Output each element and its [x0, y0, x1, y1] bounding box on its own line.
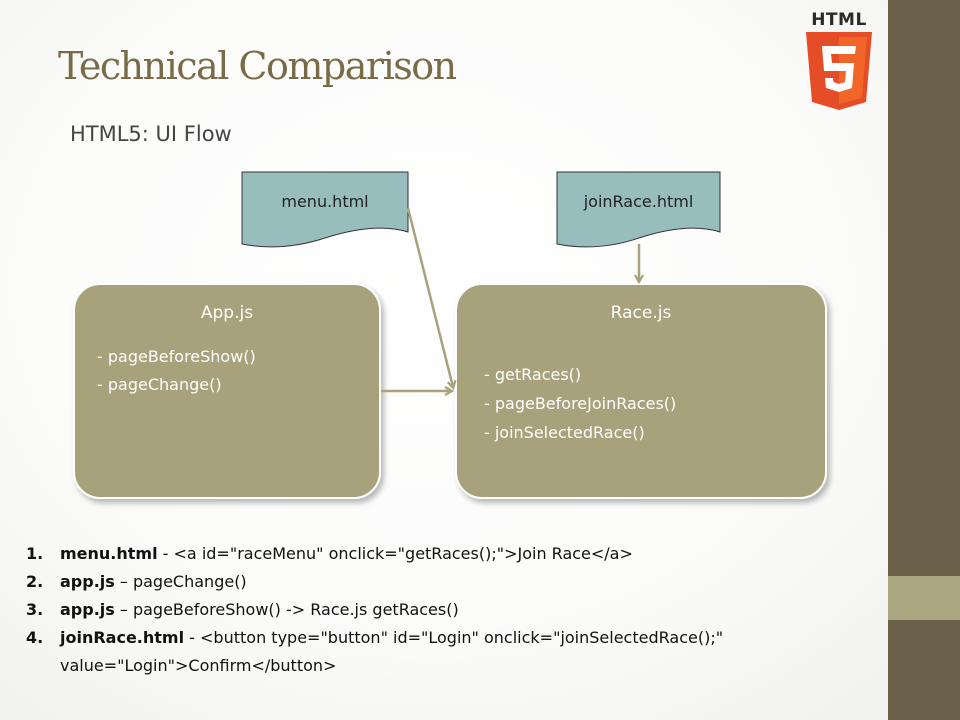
step-file: app.js	[60, 600, 115, 619]
menu-html-label: menu.html	[281, 192, 369, 211]
html5-logo: HTML	[804, 10, 874, 110]
step-detail: – pageChange()	[114, 572, 247, 591]
steps-list: 1. menu.html - <a id="raceMenu" onclick="…	[26, 540, 876, 680]
joinrace-html-label: joinRace.html	[583, 192, 694, 211]
step-file: joinRace.html	[60, 628, 185, 647]
step-number: 3.	[26, 600, 44, 619]
app-js-method: - pageBeforeShow()	[97, 347, 256, 366]
slide-title: Technical Comparison	[58, 44, 457, 88]
step-number: 4.	[26, 628, 44, 647]
step-item: 2. app.js – pageChange()	[26, 568, 876, 596]
race-js-title: Race.js	[610, 303, 672, 323]
slide-subtitle: HTML5: UI Flow	[70, 122, 232, 146]
race-js-method: - getRaces()	[484, 365, 582, 384]
step-detail: – pageBeforeShow() -> Race.js getRaces()	[114, 600, 459, 619]
html5-shield-icon	[806, 32, 872, 110]
app-js-box	[73, 283, 381, 499]
step-item: 1. menu.html - <a id="raceMenu" onclick="…	[26, 540, 876, 568]
race-js-method: - joinSelectedRace()	[484, 423, 645, 442]
step-file: app.js	[60, 572, 115, 591]
html5-logo-text: HTML	[811, 10, 867, 30]
step-detail: - <button type="button" id="Login" oncli…	[60, 628, 724, 675]
arrow-menu-to-race	[406, 207, 453, 387]
step-detail: - <a id="raceMenu" onclick="getRaces();"…	[157, 544, 633, 563]
joinrace-html-document	[556, 171, 721, 248]
app-js-title: App.js	[200, 303, 254, 323]
right-sidebar-band	[888, 576, 960, 620]
menu-html-document	[241, 171, 409, 248]
step-number: 2.	[26, 572, 44, 591]
step-item: 3. app.js – pageBeforeShow() -> Race.js g…	[26, 596, 876, 624]
step-file: menu.html	[60, 544, 158, 563]
step-item: 4. joinRace.html - <button type="button" …	[26, 624, 876, 680]
race-js-method: - pageBeforeJoinRaces()	[484, 394, 677, 413]
step-number: 1.	[26, 544, 44, 563]
race-js-box	[455, 283, 827, 499]
app-js-method: - pageChange()	[97, 375, 222, 394]
